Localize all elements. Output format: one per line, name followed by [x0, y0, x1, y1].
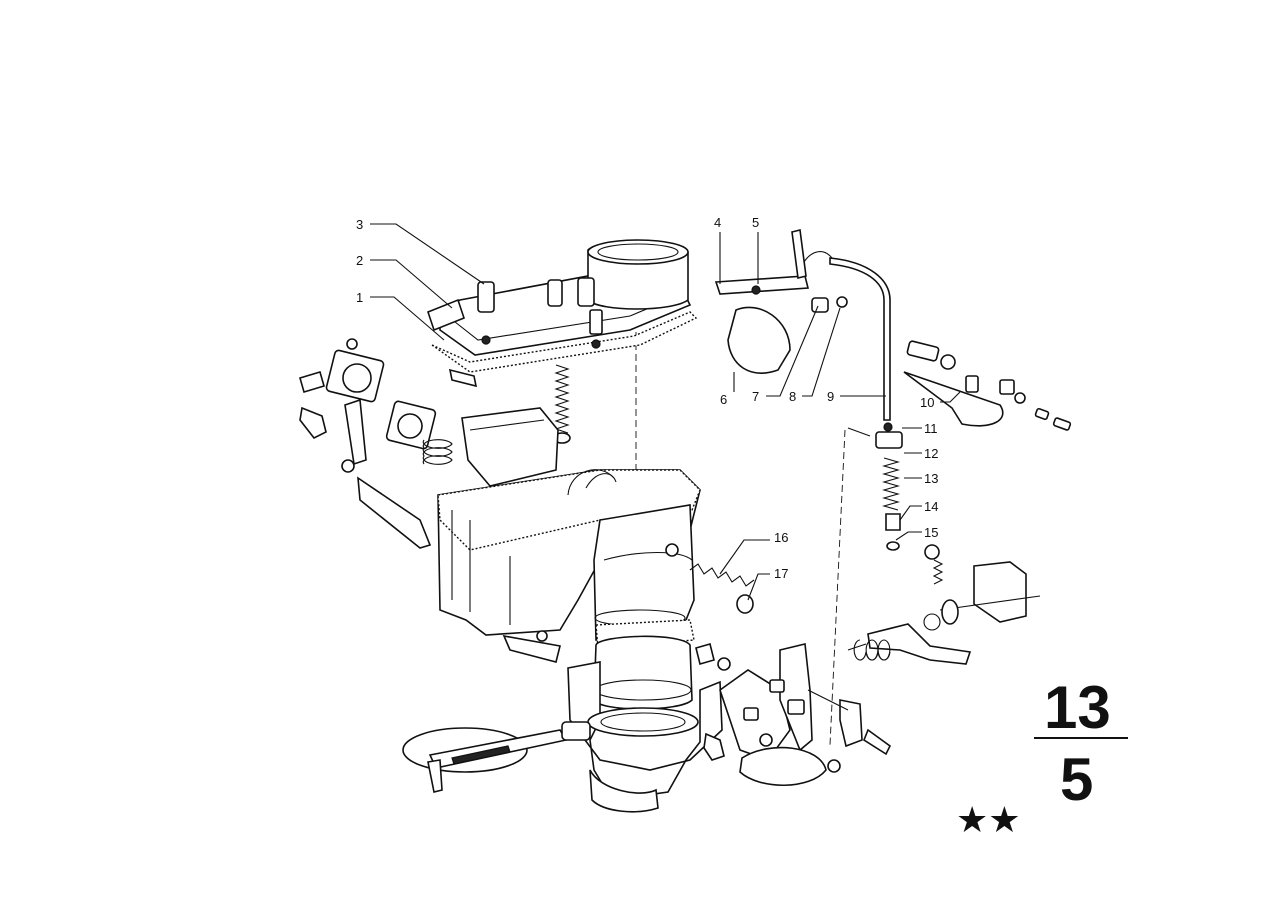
- float-chamber-body: [437, 407, 701, 641]
- throttle-body: [567, 635, 723, 813]
- throttle-shaft: [402, 721, 591, 793]
- callout-12: 12: [924, 446, 938, 461]
- idle-adjust-screw: [665, 543, 755, 614]
- callout-4: 4: [714, 215, 721, 230]
- callout-10: 10: [920, 395, 934, 410]
- callout-9: 9: [827, 389, 834, 404]
- callout-11: 11: [924, 421, 938, 436]
- callout-17: 17: [774, 566, 788, 581]
- callout-8: 8: [789, 389, 796, 404]
- callout-1: 1: [356, 290, 363, 305]
- linkage-assembly: [875, 340, 1072, 551]
- loose-fasteners: [448, 368, 561, 663]
- linkage-center-line: [829, 429, 846, 746]
- carburettor-cover: [427, 239, 698, 373]
- callout-6: 6: [720, 392, 727, 407]
- callout-5: 5: [752, 215, 759, 230]
- lower-linkage-plate: [695, 643, 892, 787]
- section-number: 13 5: [1034, 674, 1128, 813]
- callout-2: 2: [356, 253, 363, 268]
- callout-3: 3: [356, 217, 363, 232]
- accelerator-pump: [299, 338, 453, 549]
- section-number-bottom: 5: [1060, 746, 1093, 813]
- leader-lines: [370, 223, 961, 711]
- rating-stars: ★★: [956, 800, 1021, 841]
- choke-lever-assembly: [714, 229, 891, 421]
- callout-15: 15: [924, 525, 938, 540]
- callout-16: 16: [774, 530, 788, 545]
- callout-14: 14: [924, 499, 938, 514]
- section-number-top: 13: [1044, 674, 1111, 741]
- callout-13: 13: [924, 471, 938, 486]
- callout-labels: 3 2 1 4 5 6 7 8 9 10 11 12 13 14 15 16 1…: [356, 215, 938, 581]
- throttle-lever-bracket: [847, 544, 1041, 665]
- callout-7: 7: [752, 389, 759, 404]
